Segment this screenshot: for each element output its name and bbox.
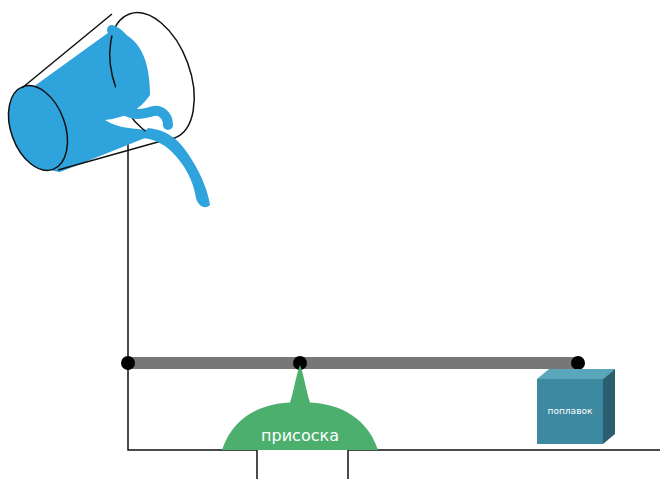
hinge-dot [121, 356, 135, 370]
lever-connector [300, 363, 573, 369]
hinge-dot [571, 356, 585, 370]
float-top-face [537, 369, 615, 379]
water-stream [140, 128, 210, 207]
cup-side [22, 14, 165, 170]
cup-rim [94, 1, 211, 151]
float-front-face [537, 379, 603, 444]
node-label: присоска [261, 427, 339, 445]
frame-line [128, 138, 660, 479]
float-box: поплавок [537, 369, 615, 444]
suction-cup: присоска [222, 365, 378, 450]
suction-cup-body [222, 365, 378, 450]
water-surface [112, 30, 168, 125]
cup-bottom [0, 77, 78, 178]
lever-arm [128, 357, 300, 369]
node-label: поплавок [548, 407, 593, 417]
float-side-face [603, 369, 615, 444]
